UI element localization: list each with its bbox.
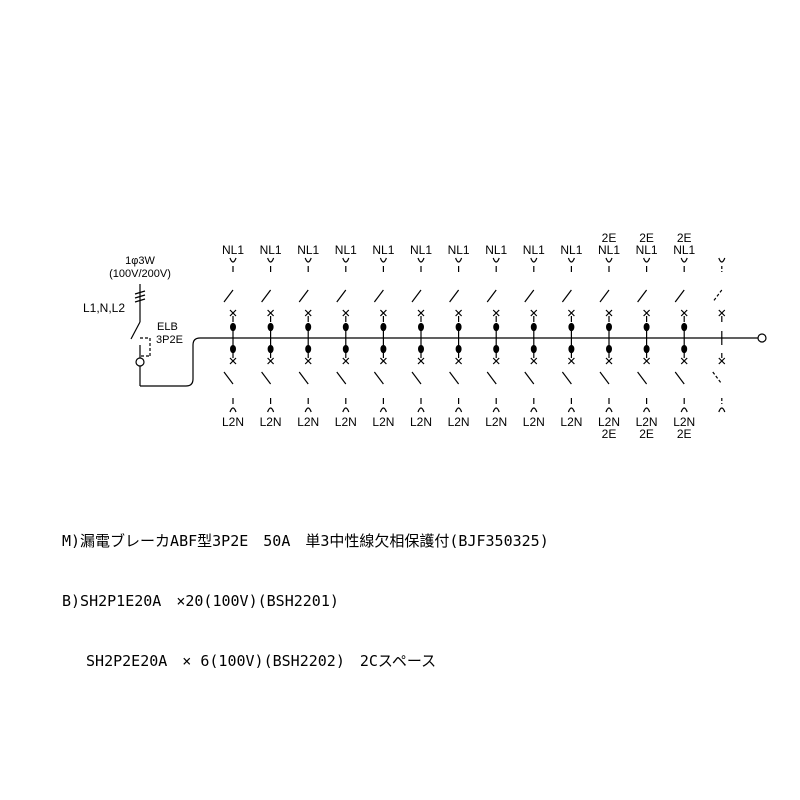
branch-top-label: NL1 bbox=[222, 243, 244, 257]
branch-bottom-label: 2E bbox=[639, 427, 654, 441]
spec-line-main-breaker: M)漏電ブレーカABF型3P2E 50A 単3中性線欠相保護付(BJF35032… bbox=[62, 532, 549, 550]
branch-breaker bbox=[223, 257, 237, 413]
branch-bottom-label: L2N bbox=[448, 415, 470, 429]
branch-breaker bbox=[599, 257, 613, 413]
branch-breaker bbox=[373, 257, 387, 413]
branch-breaker bbox=[261, 257, 275, 413]
branch-top-label: NL1 bbox=[410, 243, 432, 257]
branch-breaker bbox=[336, 257, 350, 413]
incoming-cable bbox=[134, 284, 146, 322]
main-breaker-symbol bbox=[130, 321, 767, 387]
spec-line-branch-100v: B)SH2P1E20A ×20(100V)(BSH2201) bbox=[62, 592, 339, 610]
spec-line-branch-2e: SH2P2E20A × 6(100V)(BSH2202) 2Cスペース bbox=[62, 652, 437, 670]
main-breaker-type: 3P2E bbox=[156, 334, 183, 346]
supply-phase-label: 1φ3W bbox=[125, 255, 155, 267]
branch-breaker bbox=[486, 257, 500, 413]
branch-top-label: NL1 bbox=[598, 243, 620, 257]
branch-breaker bbox=[449, 257, 463, 413]
branch-top-label: NL1 bbox=[260, 243, 282, 257]
branch-top-label: NL1 bbox=[673, 243, 695, 257]
branch-bottom-label: L2N bbox=[523, 415, 545, 429]
branch-top-label: 2E bbox=[677, 231, 692, 245]
branch-bottom-label: L2N bbox=[560, 415, 582, 429]
branch-top-label: NL1 bbox=[335, 243, 357, 257]
branch-top-label: 2E bbox=[602, 231, 617, 245]
specification-text: M)漏電ブレーカABF型3P2E 50A 単3中性線欠相保護付(BJF35032… bbox=[62, 491, 549, 691]
branch-bottom-label: L2N bbox=[636, 415, 658, 429]
branch-bottom-label: 2E bbox=[602, 427, 617, 441]
supply-voltage-label: (100V/200V) bbox=[109, 268, 171, 280]
branch-bottom-label: L2N bbox=[598, 415, 620, 429]
branch-breaker bbox=[298, 257, 312, 413]
branch-bottom-label: L2N bbox=[372, 415, 394, 429]
branch-breaker bbox=[411, 257, 425, 413]
branch-bottom-label: L2N bbox=[297, 415, 319, 429]
branch-breaker bbox=[561, 257, 575, 413]
supply-line-label: L1,N,L2 bbox=[83, 301, 125, 315]
branch-top-label: NL1 bbox=[372, 243, 394, 257]
branch-bottom-label: 2E bbox=[677, 427, 692, 441]
branch-breaker bbox=[637, 257, 651, 413]
branch-top-label: NL1 bbox=[448, 243, 470, 257]
branch-bottom-label: L2N bbox=[260, 415, 282, 429]
spare-branch bbox=[712, 257, 726, 413]
branch-top-label: NL1 bbox=[560, 243, 582, 257]
branch-top-label: NL1 bbox=[523, 243, 545, 257]
branch-bottom-label: L2N bbox=[410, 415, 432, 429]
branch-top-label: NL1 bbox=[485, 243, 507, 257]
branch-top-label: NL1 bbox=[636, 243, 658, 257]
branch-bottom-label: L2N bbox=[485, 415, 507, 429]
branch-breaker bbox=[674, 257, 688, 413]
branch-top-label: NL1 bbox=[297, 243, 319, 257]
main-breaker-name: ELB bbox=[157, 321, 178, 333]
branch-bottom-label: L2N bbox=[673, 415, 695, 429]
branch-top-label: 2E bbox=[639, 231, 654, 245]
branch-breaker bbox=[524, 257, 538, 413]
branch-bottom-label: L2N bbox=[222, 415, 244, 429]
branch-bottom-label: L2N bbox=[335, 415, 357, 429]
